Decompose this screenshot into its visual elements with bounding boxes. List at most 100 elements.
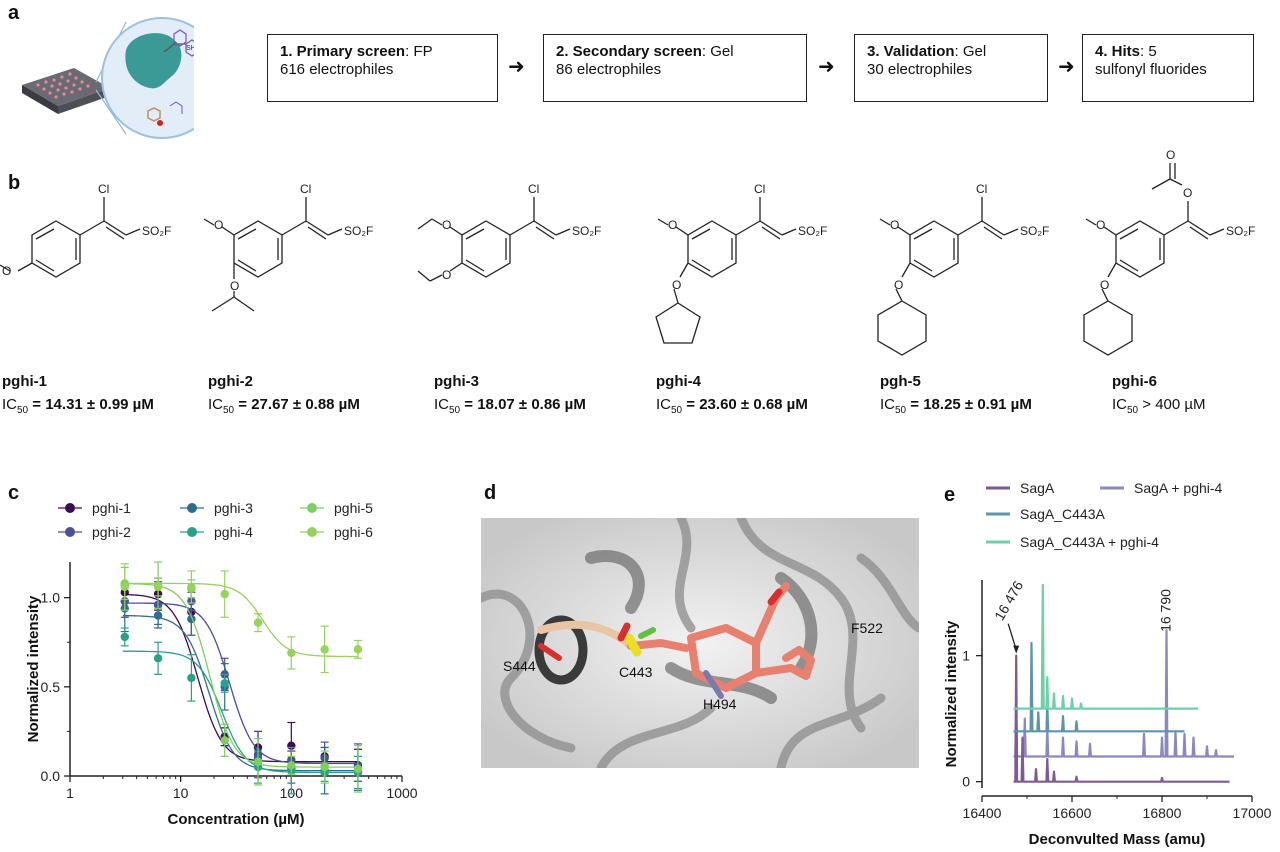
atom-label: O <box>672 278 681 292</box>
compound-ic50-pghi-3: IC50 = 18.07 ± 0.86 µM <box>434 396 586 416</box>
arrow-head-icon <box>1013 645 1020 654</box>
structure-pghi-3 <box>417 197 571 282</box>
substituent-label: SO₂F <box>1226 224 1255 238</box>
secondary-screen-box: 2. Secondary screen: Gel 86 electrophile… <box>543 34 807 102</box>
atom-label: O <box>1183 186 1192 200</box>
atom-label: O <box>214 218 223 232</box>
annotation-arrow <box>1007 623 1017 650</box>
compound-name-pghi-4: pghi-4 <box>656 373 701 390</box>
hits-method: : 5 <box>1140 43 1157 60</box>
substituent-label: Cl <box>754 182 765 196</box>
substituent-label: Cl <box>528 182 539 196</box>
data-point-pghi-6 <box>353 645 363 654</box>
atom-label: O <box>2 264 11 278</box>
data-point-pghi-5 <box>287 761 296 770</box>
validation-desc: 30 electrophiles <box>867 61 973 78</box>
electrophile-icon <box>147 107 161 122</box>
arrow-icon: ➜ <box>1058 56 1075 78</box>
spectrum-SagA <box>1013 654 1230 783</box>
protein-structure-render: S444 C443 H494 F522 <box>481 518 919 768</box>
panel-label-a: a <box>8 2 20 24</box>
x-tick-label: 16400 <box>963 805 1002 821</box>
compound-name-pghi-2: pghi-2 <box>208 373 253 390</box>
panel-label-d: d <box>484 482 497 504</box>
panel-label-e: e <box>944 484 956 506</box>
fit-curve-pghi-6 <box>122 582 358 658</box>
structure-pgh-5 <box>877 197 1019 356</box>
data-point-pghi-4 <box>153 654 163 663</box>
data-point-pghi-6 <box>320 645 329 654</box>
panel-label-c: c <box>8 482 20 504</box>
data-point-pghi-6 <box>253 618 263 627</box>
substituent-label: SO₂F <box>142 224 171 238</box>
data-point-pghi-6 <box>220 589 229 599</box>
atom-label: O <box>1100 278 1109 292</box>
compound-name-pgh-5: pgh-5 <box>880 373 921 390</box>
protein-render-svg <box>481 518 919 768</box>
y-tick-label: 1 <box>962 648 970 664</box>
substituent-label: Cl <box>976 182 987 196</box>
atom-label: O <box>442 218 451 232</box>
secondary-screen-method: : Gel <box>701 43 734 60</box>
well-plate-icon <box>22 68 110 114</box>
peak-annotation: 16 790 <box>1158 589 1174 632</box>
x-tick-label: 17000 <box>1233 805 1272 821</box>
structure-pghi-4 <box>655 197 797 344</box>
data-point-pghi-6 <box>120 582 129 592</box>
y-tick-label: 0.0 <box>41 768 61 784</box>
atom-label: O <box>230 279 239 293</box>
svg-text:SH: SH <box>186 45 194 52</box>
legend-marker <box>307 527 317 537</box>
primary-screen-title: 1. Primary screen <box>280 43 406 60</box>
hits-box: 4. Hits: 5 sulfonyl fluorides <box>1082 34 1254 102</box>
legend-label: SagA_C443A + pghi-4 <box>1020 534 1159 550</box>
data-point-pghi-5 <box>353 764 363 774</box>
residue-label-h494: H494 <box>703 696 737 712</box>
data-point-pghi-4 <box>120 632 129 642</box>
validation-title: 3. Validation <box>867 43 955 60</box>
secondary-screen-desc: 86 electrophiles <box>556 61 662 78</box>
atom-label: O <box>442 268 451 282</box>
atom-label: O <box>894 278 903 292</box>
primary-screen-method: : FP <box>405 43 433 60</box>
compound-structures: Cl SO₂F O Cl SO₂F O O Cl SO₂F O O Cl SO₂… <box>0 148 1255 356</box>
legend-marker <box>65 503 75 513</box>
compound-ic50-pghi-4: IC50 = 23.60 ± 0.68 µM <box>656 396 808 416</box>
compound-ic50-pgh-5: IC50 = 18.25 ± 0.91 µM <box>880 396 1032 416</box>
legend-label: pghi-6 <box>334 524 373 540</box>
hits-title: 4. Hits <box>1095 43 1141 60</box>
data-point-pghi-5 <box>320 762 329 772</box>
primary-screen-box: 1. Primary screen: FP 616 electrophiles <box>267 34 498 102</box>
structure-pghi-1 <box>0 197 141 278</box>
substituent-label: SO₂F <box>1020 224 1049 238</box>
x-tick-label: 16800 <box>1143 805 1182 821</box>
legend-marker <box>65 527 75 537</box>
fit-curve-pghi-4 <box>122 650 358 774</box>
data-point-pghi-6 <box>287 648 296 658</box>
legend-marker <box>187 503 197 513</box>
legend-label: pghi-5 <box>334 500 373 516</box>
x-tick-label: 1 <box>66 785 74 801</box>
arrow-icon: ➜ <box>818 56 835 78</box>
y-tick-label: 1.0 <box>41 590 61 606</box>
protein-icon <box>125 33 182 89</box>
x-tick-label: 1000 <box>386 785 417 801</box>
y-axis-label: Normalized intensity <box>943 620 960 767</box>
structure-pghi-6 <box>1083 163 1225 356</box>
legend-label: pghi-2 <box>92 524 131 540</box>
fit-curve-pghi-3 <box>122 614 358 772</box>
atom-label: O <box>890 218 899 232</box>
substituent-label: Cl <box>98 182 109 196</box>
substituent-label: SO₂F <box>798 224 827 238</box>
residue-label-s444: S444 <box>503 658 536 674</box>
structure-pghi-2 <box>203 197 343 312</box>
atom-label: O <box>1166 148 1175 162</box>
data-point-pghi-6 <box>153 582 163 592</box>
y-axis-label: Normalized intensity <box>25 595 42 742</box>
atom-label: O <box>668 218 677 232</box>
compound-ic50-pghi-1: IC50 = 14.31 ± 0.99 µM <box>2 396 154 416</box>
legend-label: pghi-1 <box>92 500 131 516</box>
screening-illustration: SH <box>22 17 194 139</box>
compound-name-pghi-6: pghi-6 <box>1112 373 1157 390</box>
